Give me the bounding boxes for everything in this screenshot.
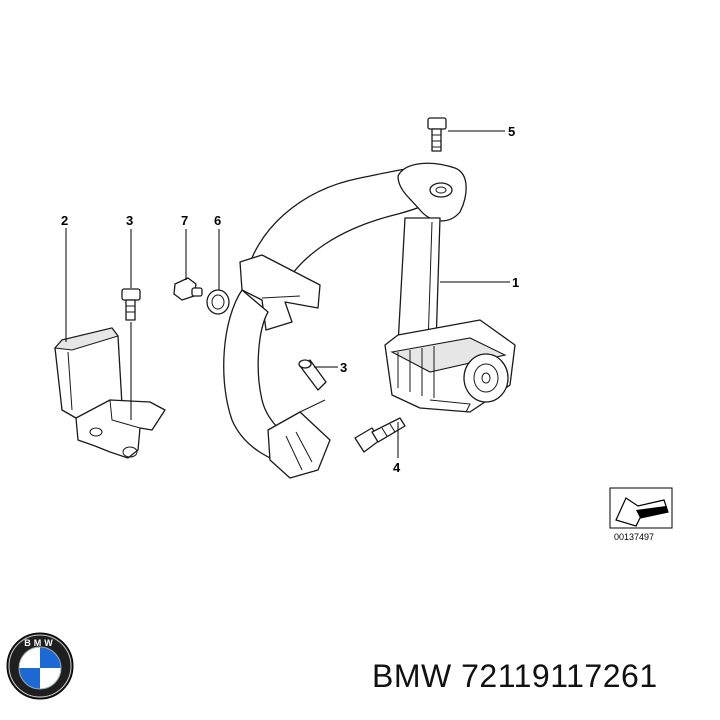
diagram-code: 00137497 xyxy=(614,532,654,542)
callout-4: 4 xyxy=(393,460,401,475)
part-5-bolt xyxy=(427,117,447,152)
part-number-label: BMW 72119117261 xyxy=(372,658,658,694)
bmw-logo-icon: BMW xyxy=(6,632,74,700)
reference-box xyxy=(609,487,673,529)
callout-7: 7 xyxy=(181,213,188,228)
part-7-clip xyxy=(173,277,203,301)
callout-2: 2 xyxy=(61,213,68,228)
callout-1: 1 xyxy=(512,275,519,290)
part-3-bolt-upper xyxy=(121,288,141,321)
part-6-washer xyxy=(206,289,230,315)
part-1-seat-belt xyxy=(223,162,516,479)
part-2-buckle xyxy=(53,327,166,459)
callout-3-upper: 3 xyxy=(126,213,133,228)
callout-6: 6 xyxy=(214,213,221,228)
part-3-pin-lower xyxy=(298,359,327,391)
callout-3-lower: 3 xyxy=(340,360,347,375)
logo-letters: BMW xyxy=(24,638,56,648)
callout-5: 5 xyxy=(508,124,515,139)
part-4-bolt xyxy=(354,417,406,453)
